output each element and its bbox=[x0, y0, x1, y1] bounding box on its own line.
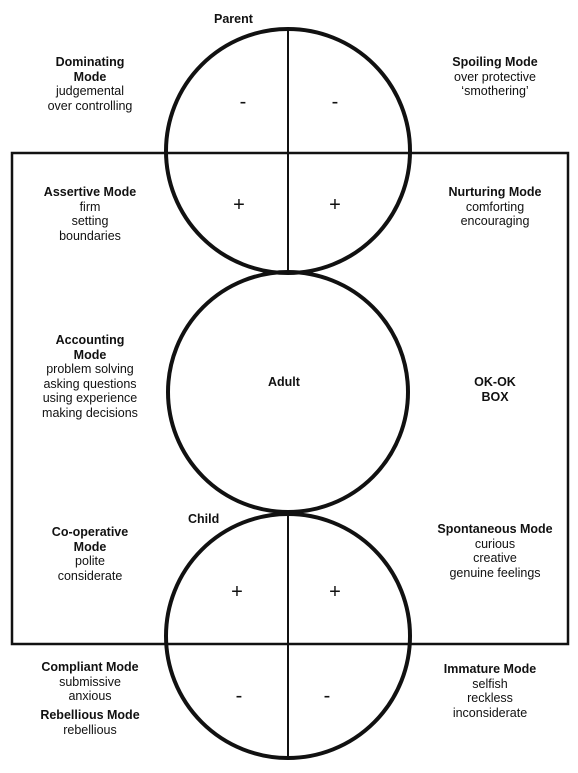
adult-circle bbox=[166, 270, 410, 514]
mode-title: OK-OK bbox=[474, 375, 516, 389]
mode-description-line: problem solving bbox=[46, 362, 134, 376]
child-left-top-sign: + bbox=[231, 581, 243, 603]
mode-description-line: over protective bbox=[454, 69, 536, 84]
mode-description-line: using experience bbox=[42, 391, 138, 405]
mode-title: Spontaneous Mode bbox=[437, 522, 553, 536]
mode-description-line: ‘smothering’ bbox=[461, 84, 529, 98]
mode-description-line: reckless bbox=[467, 691, 513, 705]
mode-description-line: rebellious bbox=[63, 722, 117, 737]
mode-title: Rebellious Mode bbox=[40, 708, 140, 722]
mode-description-line: considerate bbox=[57, 568, 123, 583]
mode-title: Co-operative bbox=[51, 525, 129, 539]
mode-description-line: encouraging bbox=[460, 214, 530, 228]
child-right-top-sign: + bbox=[329, 581, 341, 603]
mode-description-line: genuine feelings bbox=[449, 565, 541, 580]
mode-title: Dominating bbox=[55, 55, 125, 69]
mode-description-line: creative bbox=[473, 551, 517, 565]
mode-description-line: selfish bbox=[472, 676, 508, 691]
mode-title: BOX bbox=[481, 389, 509, 404]
mode-title: Nurturing Mode bbox=[448, 185, 542, 199]
mode-title: Compliant Mode bbox=[41, 660, 139, 674]
mode-description-line: over controlling bbox=[47, 98, 133, 113]
mode-title: Spoiling Mode bbox=[452, 55, 538, 69]
mode-description-line: setting bbox=[71, 214, 109, 228]
mode-description-line: anxious bbox=[68, 689, 112, 703]
parent-left-bottom-sign: + bbox=[233, 194, 245, 216]
parent-left-top-sign: - bbox=[239, 91, 247, 113]
mode-description-line: asking questions bbox=[43, 376, 137, 391]
mode-description-line: inconsiderate bbox=[452, 705, 528, 720]
parent-right-top-sign: - bbox=[331, 91, 339, 113]
mode-title: Mode bbox=[73, 69, 107, 84]
parent-label: Parent bbox=[214, 12, 253, 26]
adult-label: Adult bbox=[268, 375, 300, 389]
mode-description-line: judgemental bbox=[55, 84, 125, 98]
mode-title: Mode bbox=[73, 347, 107, 362]
mode-title: Mode bbox=[73, 539, 107, 554]
mode-description-line: firm bbox=[79, 199, 101, 214]
mode-title: Assertive Mode bbox=[43, 185, 137, 199]
mode-description-line: boundaries bbox=[59, 228, 121, 243]
mode-description-line: making decisions bbox=[42, 405, 138, 420]
child-left-bottom-sign: - bbox=[235, 685, 243, 707]
parent-right-bottom-sign: + bbox=[329, 194, 341, 216]
mode-description-line: curious bbox=[474, 536, 516, 551]
mode-title: Immature Mode bbox=[443, 662, 537, 676]
ok-ok-box bbox=[10, 151, 570, 646]
child-label: Child bbox=[188, 512, 220, 526]
mode-description-line: submissive bbox=[59, 674, 121, 689]
mode-title: Accounting bbox=[55, 333, 125, 347]
mode-description-line: polite bbox=[75, 554, 105, 568]
mode-description-line: comforting bbox=[465, 199, 525, 214]
child-right-bottom-sign: - bbox=[323, 685, 331, 707]
